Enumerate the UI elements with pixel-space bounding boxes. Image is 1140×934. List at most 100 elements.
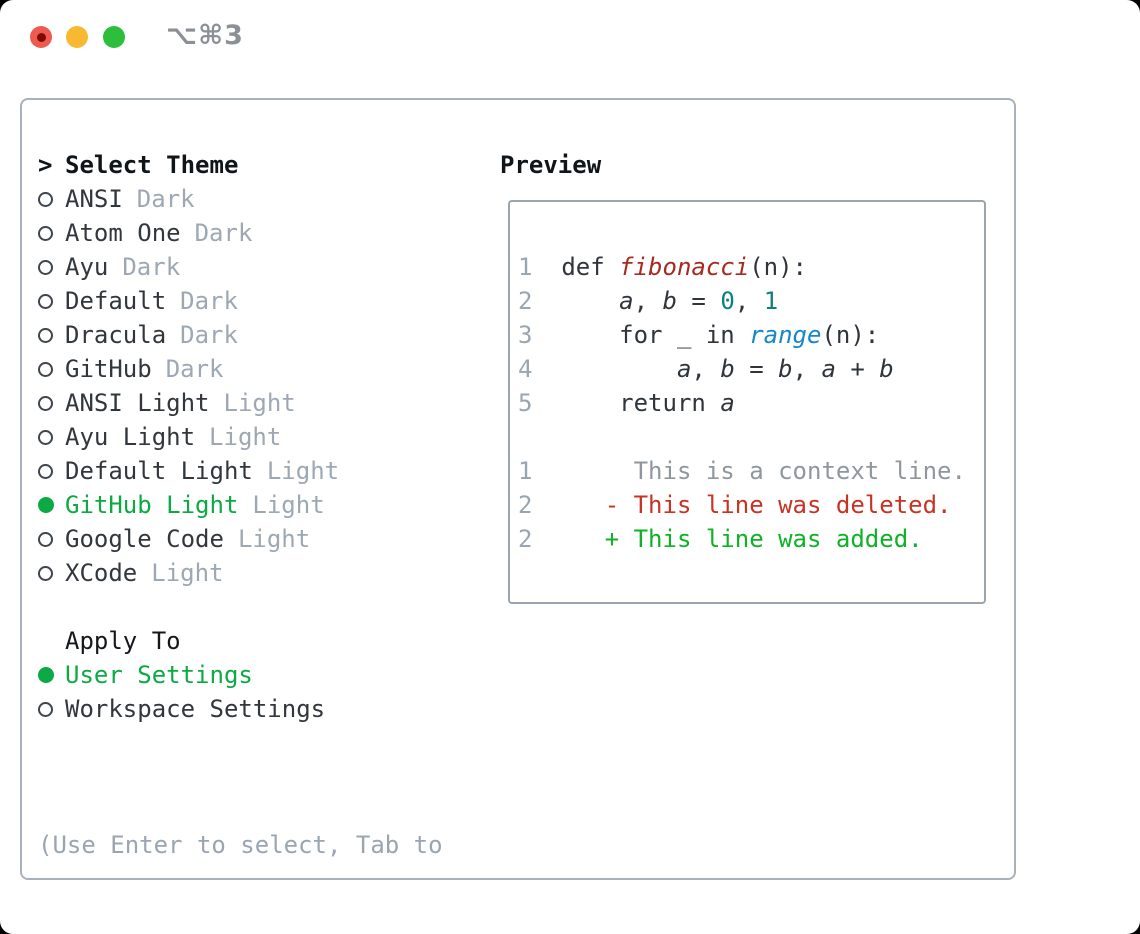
- code-token: This is a context line.: [561, 457, 966, 485]
- code-token: fibonacci: [619, 253, 750, 281]
- line-number: 4: [518, 355, 562, 383]
- theme-option-default-light[interactable]: Default Light Light: [38, 454, 443, 488]
- code-token: b: [879, 355, 894, 383]
- divider: [38, 590, 443, 624]
- theme-variant: Dark: [180, 287, 238, 315]
- theme-option-github-light[interactable]: GitHub Light Light: [38, 488, 443, 522]
- theme-name: Ayu Light: [65, 423, 196, 451]
- window-title: ⌥⌘3: [166, 20, 244, 51]
- line-number: 1: [518, 457, 562, 485]
- code-token: ,: [691, 355, 721, 383]
- theme-option-dracula-dark[interactable]: Dracula Dark: [38, 318, 443, 352]
- theme-name: Ayu: [65, 253, 109, 281]
- theme-variant: Dark: [180, 321, 238, 349]
- theme-variant: Light: [252, 491, 325, 519]
- code-token: range: [749, 321, 822, 349]
- theme-name: Atom One: [65, 219, 181, 247]
- hint-line: (Use Enter to select, Tab to: [38, 831, 443, 859]
- line-number: 5: [518, 389, 562, 417]
- theme-name: GitHub Light: [65, 491, 239, 519]
- code-line-1: 1 def fibonacci(n):: [518, 250, 976, 284]
- radio-unselected-icon: [38, 701, 53, 717]
- code-line-2: 2 a, b = 0, 1: [518, 284, 976, 318]
- diff-context-line: 1 This is a context line.: [518, 454, 976, 488]
- apply-to-title: Apply To: [65, 627, 181, 655]
- code-token: b: [662, 287, 677, 315]
- theme-name: GitHub: [65, 355, 152, 383]
- code-token: ,: [633, 287, 663, 315]
- radio-unselected-icon: [38, 191, 53, 207]
- code-token: a: [821, 355, 836, 383]
- code-line-3: 3 for _ in range(n):: [518, 318, 976, 352]
- theme-option-xcode[interactable]: XCode Light: [38, 556, 443, 590]
- apply-option-workspace-settings[interactable]: Workspace Settings: [38, 692, 443, 726]
- code-token: ,: [734, 287, 764, 315]
- theme-variant: Light: [223, 389, 296, 417]
- theme-name: Google Code: [65, 525, 224, 553]
- code-token: 1: [763, 287, 779, 315]
- theme-name: Default: [65, 287, 167, 315]
- code-token: a: [676, 355, 692, 383]
- hint-line: change focus): [38, 930, 443, 934]
- theme-name: ANSI Light: [65, 389, 210, 417]
- theme-option-ansi-dark[interactable]: ANSI Dark: [38, 182, 443, 216]
- radio-unselected-icon: [38, 361, 53, 377]
- theme-variant: Dark: [136, 185, 195, 213]
- line-number: 2: [518, 287, 562, 315]
- minimize-button[interactable]: [66, 26, 88, 48]
- theme-variant: Light: [151, 559, 224, 587]
- diff-deleted-line: 2 - This line was deleted.: [518, 488, 976, 522]
- divider: [38, 726, 443, 760]
- diff-added-line: 2 + This line was added.: [518, 522, 976, 556]
- preview-title: Preview: [500, 151, 602, 179]
- theme-name: Dracula: [65, 321, 167, 349]
- radio-selected-icon: [38, 497, 54, 513]
- theme-variant: Dark: [122, 253, 181, 281]
- line-number: 2: [518, 525, 562, 553]
- code-token: def: [561, 253, 620, 281]
- theme-option-github-dark[interactable]: GitHub Dark: [38, 352, 443, 386]
- code-token: +: [835, 355, 880, 383]
- code-token: + This line was added.: [561, 525, 923, 553]
- code-line-5: 5 return a: [518, 386, 976, 420]
- code-token: 0: [720, 287, 735, 315]
- theme-name: Default Light: [65, 457, 253, 485]
- radio-selected-icon: [38, 667, 54, 683]
- theme-variant: Dark: [165, 355, 224, 383]
- close-button[interactable]: [30, 26, 52, 48]
- code-token: - This line was deleted.: [561, 491, 952, 519]
- blank-line: [518, 420, 976, 454]
- apply-option-user-settings[interactable]: User Settings: [38, 658, 443, 692]
- line-number: 1: [518, 253, 562, 281]
- theme-option-default-dark[interactable]: Default Dark: [38, 284, 443, 318]
- code-token: (n):: [821, 321, 880, 349]
- theme-option-atom-one-dark[interactable]: Atom One Dark: [38, 216, 443, 250]
- radio-unselected-icon: [38, 463, 53, 479]
- code-token: ,: [792, 355, 822, 383]
- radio-unselected-icon: [38, 327, 53, 343]
- apply-option-label: Workspace Settings: [65, 695, 326, 723]
- line-number: 2: [518, 491, 562, 519]
- code-token: b: [778, 355, 793, 383]
- line-number: 3: [518, 321, 562, 349]
- code-token: return: [561, 389, 721, 417]
- theme-variant: Light: [209, 423, 282, 451]
- radio-unselected-icon: [38, 531, 53, 547]
- preview-box: 1 def fibonacci(n): 2 a, b = 0, 1 3 for …: [508, 200, 986, 604]
- radio-unselected-icon: [38, 565, 53, 581]
- unsaved-indicator-icon: [36, 32, 46, 42]
- radio-unselected-icon: [38, 395, 53, 411]
- code-token: [561, 355, 677, 383]
- theme-variant: Light: [266, 457, 340, 485]
- theme-name: ANSI: [65, 185, 123, 213]
- theme-option-ayu-light[interactable]: Ayu Light Light: [38, 420, 443, 454]
- theme-option-ayu-dark[interactable]: Ayu Dark: [38, 250, 443, 284]
- theme-variant: Light: [237, 525, 311, 553]
- code-token: =: [676, 287, 721, 315]
- zoom-button[interactable]: [103, 26, 125, 48]
- theme-list-header: > Select Theme: [38, 148, 443, 182]
- theme-option-ansi-light[interactable]: ANSI Light Light: [38, 386, 443, 420]
- code-token: (n):: [749, 253, 807, 281]
- theme-option-google-code[interactable]: Google Code Light: [38, 522, 443, 556]
